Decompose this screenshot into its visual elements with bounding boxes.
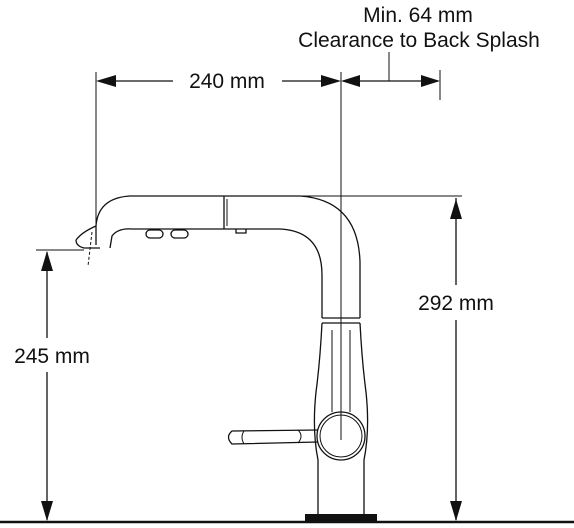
clearance-caption-label: Clearance to Back Splash (298, 29, 540, 52)
overall-height-label: 292 mm (418, 292, 494, 315)
clearance-value-label: Min. 64 mm (363, 4, 473, 27)
clearance-dimension: Min. 64 mm Clearance to Back Splash (298, 4, 540, 100)
arrow-right-icon (321, 75, 341, 87)
overall-height-dimension: 292 mm (262, 195, 494, 521)
arrow-up-icon (41, 251, 53, 271)
arrow-down-icon (41, 501, 53, 521)
faucet-outline (75, 195, 377, 522)
arrow-left-icon (96, 75, 116, 87)
reach-dimension: 240 mm (95, 70, 341, 245)
arrow-right-icon (421, 75, 440, 87)
arrow-left-icon (341, 75, 360, 87)
spout-height-dimension: 245 mm (14, 231, 93, 521)
arrow-up-icon (450, 199, 462, 219)
spout-height-label: 245 mm (14, 345, 90, 368)
reach-label: 240 mm (189, 70, 265, 93)
arrow-down-icon (450, 501, 462, 521)
